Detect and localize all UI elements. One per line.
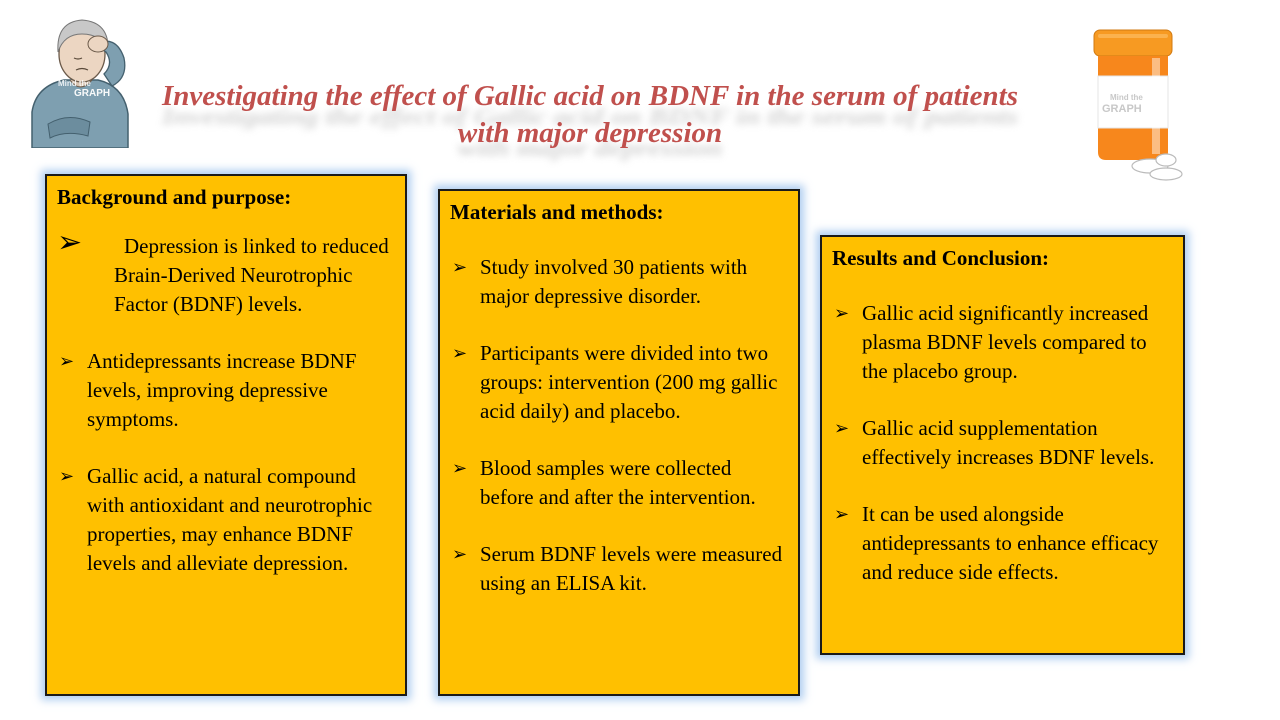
arrow-bullet-icon: ➢ (834, 303, 850, 324)
materials-methods-box: Materials and methods: ➢ Study involved … (438, 189, 800, 696)
bullet-text: It can be used alongside antidepressants… (862, 502, 1159, 584)
background-heading: Background and purpose: (57, 185, 292, 209)
arrow-bullet-icon: ➢ (59, 466, 75, 487)
arrow-bullet-icon: ➢ (452, 458, 468, 479)
list-item: ➢ Participants were divided into two gro… (450, 339, 786, 426)
results-bullet-list: ➢ Gallic acid significantly increased pl… (832, 299, 1171, 587)
list-item: ➢ Serum BDNF levels were measured using … (450, 540, 786, 598)
arrow-bullet-icon: ➢ (834, 418, 850, 439)
watermark-line2: GRAPH (1102, 103, 1142, 115)
arrow-bullet-icon: ➢ (452, 544, 468, 565)
list-item: ➢ Study involved 30 patients with major … (450, 253, 786, 311)
watermark-line1: Mind the (1110, 93, 1143, 102)
bullet-text: Depression is linked to reduced Brain-De… (114, 234, 389, 316)
title-shadow: Investigating the effect of Gallic acid … (161, 103, 1019, 162)
bullet-text: Study involved 30 patients with major de… (480, 255, 748, 308)
depressed-person-icon: Mind the GRAPH (31, 19, 129, 148)
list-item: ➢ It can be used alongside antidepressan… (832, 500, 1171, 587)
watermark-line2: GRAPH (74, 88, 110, 99)
list-item: ➢ Gallic acid significantly increased pl… (832, 299, 1171, 386)
bullet-text: Gallic acid supplementation effectively … (862, 416, 1155, 469)
bullet-text: Gallic acid significantly increased plas… (862, 301, 1149, 383)
arrow-bullet-icon: ➢ (57, 225, 83, 260)
background-bullet-list: ➢ Depression is linked to reduced Brain-… (57, 228, 393, 578)
list-item: ➢ Blood samples were collected before an… (450, 454, 786, 512)
bullet-text: Participants were divided into two group… (480, 341, 778, 423)
list-item: ➢ Depression is linked to reduced Brain-… (57, 228, 393, 319)
list-item: ➢ Gallic acid, a natural compound with a… (57, 462, 393, 578)
arrow-bullet-icon: ➢ (452, 343, 468, 364)
results-heading: Results and Conclusion: (832, 246, 1050, 270)
bullet-text: Blood samples were collected before and … (480, 456, 756, 509)
page-title: Investigating the effect of Gallic acid … (161, 80, 1019, 149)
list-item: ➢ Antidepressants increase BDNF levels, … (57, 347, 393, 434)
bullet-text: Antidepressants increase BDNF levels, im… (87, 349, 357, 431)
watermark-line1: Mind the (58, 79, 91, 88)
methods-heading: Materials and methods: (450, 200, 664, 224)
pill-bottle-icon: Mind the GRAPH (1093, 29, 1183, 181)
background-purpose-box: Background and purpose: ➢ Depression is … (45, 174, 407, 696)
methods-bullet-list: ➢ Study involved 30 patients with major … (450, 253, 786, 598)
list-item: ➢ Gallic acid supplementation effectivel… (832, 414, 1171, 472)
results-conclusion-box: Results and Conclusion: ➢ Gallic acid si… (820, 235, 1185, 655)
title-block: Investigating the effect of Gallic acid … (150, 78, 1030, 168)
bullet-text: Gallic acid, a natural compound with ant… (87, 464, 373, 575)
arrow-bullet-icon: ➢ (834, 504, 850, 525)
arrow-bullet-icon: ➢ (452, 257, 468, 278)
arrow-bullet-icon: ➢ (59, 351, 75, 372)
bullet-text: Serum BDNF levels were measured using an… (480, 542, 783, 595)
